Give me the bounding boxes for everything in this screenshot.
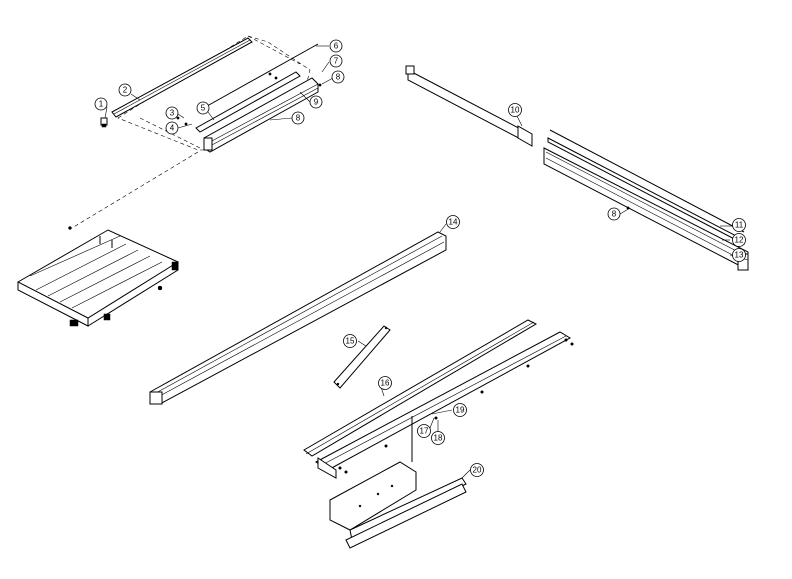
callout-5: 5 xyxy=(196,101,210,115)
callout-19: 19 xyxy=(453,403,467,417)
part-20-plate xyxy=(329,416,467,549)
callout-18: 18 xyxy=(431,431,445,445)
callout-13: 13 xyxy=(732,248,746,262)
part-15-bracket xyxy=(333,325,391,389)
part-14-extrusion xyxy=(149,231,447,405)
callout-10-label: 10 xyxy=(511,106,520,115)
callout-16-label: 16 xyxy=(381,379,390,388)
assembly-path-line xyxy=(71,151,199,229)
callout-19-label: 19 xyxy=(456,406,465,415)
callout-14: 14 xyxy=(446,215,460,229)
callout-16: 16 xyxy=(378,376,392,390)
callout-3-label: 3 xyxy=(170,109,175,118)
part-2-rail xyxy=(111,37,253,118)
callout-11: 11 xyxy=(732,218,746,232)
callout-9-label: 9 xyxy=(314,98,319,107)
part-10-bar xyxy=(405,65,533,147)
leaders xyxy=(104,45,749,479)
callout-5-label: 5 xyxy=(201,104,206,113)
screws-group-top xyxy=(176,72,322,126)
screws-rail xyxy=(338,338,574,474)
callout-20: 20 xyxy=(470,463,484,477)
part-16-rail xyxy=(303,319,538,457)
callout-20-label: 20 xyxy=(473,466,482,475)
callout-7-label: 7 xyxy=(334,57,339,66)
callout-17-label: 17 xyxy=(420,427,429,436)
callout-2-label: 2 xyxy=(123,86,128,95)
callout-12-label: 12 xyxy=(735,236,744,245)
callout-1: 1 xyxy=(94,97,108,111)
callout-8-mid: 8 xyxy=(291,111,305,125)
callout-12: 12 xyxy=(732,233,746,247)
callout-8-mid-label: 8 xyxy=(296,114,301,123)
callout-10: 10 xyxy=(508,103,522,117)
part-6-rod xyxy=(199,43,319,111)
frame-cart xyxy=(16,226,180,327)
part-19-rail xyxy=(315,331,572,479)
callout-9: 9 xyxy=(309,95,323,109)
part-11-strip xyxy=(549,129,745,233)
callout-8-right-label: 8 xyxy=(612,210,617,219)
callout-15-label: 15 xyxy=(346,337,355,346)
callout-3: 3 xyxy=(165,106,179,120)
callout-17: 17 xyxy=(417,424,431,438)
callout-1-label: 1 xyxy=(99,100,104,109)
part-5-rail xyxy=(195,71,301,133)
callout-4: 4 xyxy=(165,121,179,135)
callout-4-label: 4 xyxy=(170,124,175,133)
part-1-knob xyxy=(100,117,108,128)
callout-2: 2 xyxy=(118,83,132,97)
part-8-extrusion xyxy=(203,77,319,153)
part-13-extrusion xyxy=(543,147,749,271)
callout-7: 7 xyxy=(329,54,343,68)
callout-8-right: 8 xyxy=(607,207,621,221)
callout-8-top: 8 xyxy=(331,70,345,84)
part-12-strip xyxy=(547,137,745,245)
group-boundary xyxy=(117,35,311,151)
callout-15: 15 xyxy=(343,334,357,348)
callout-11-label: 11 xyxy=(735,221,744,230)
callout-18-label: 18 xyxy=(434,434,443,443)
callout-6-label: 6 xyxy=(334,42,339,51)
callout-14-label: 14 xyxy=(449,218,458,227)
callout-13-label: 13 xyxy=(735,251,744,260)
callout-8-top-label: 8 xyxy=(336,73,341,82)
callout-6: 6 xyxy=(329,39,343,53)
